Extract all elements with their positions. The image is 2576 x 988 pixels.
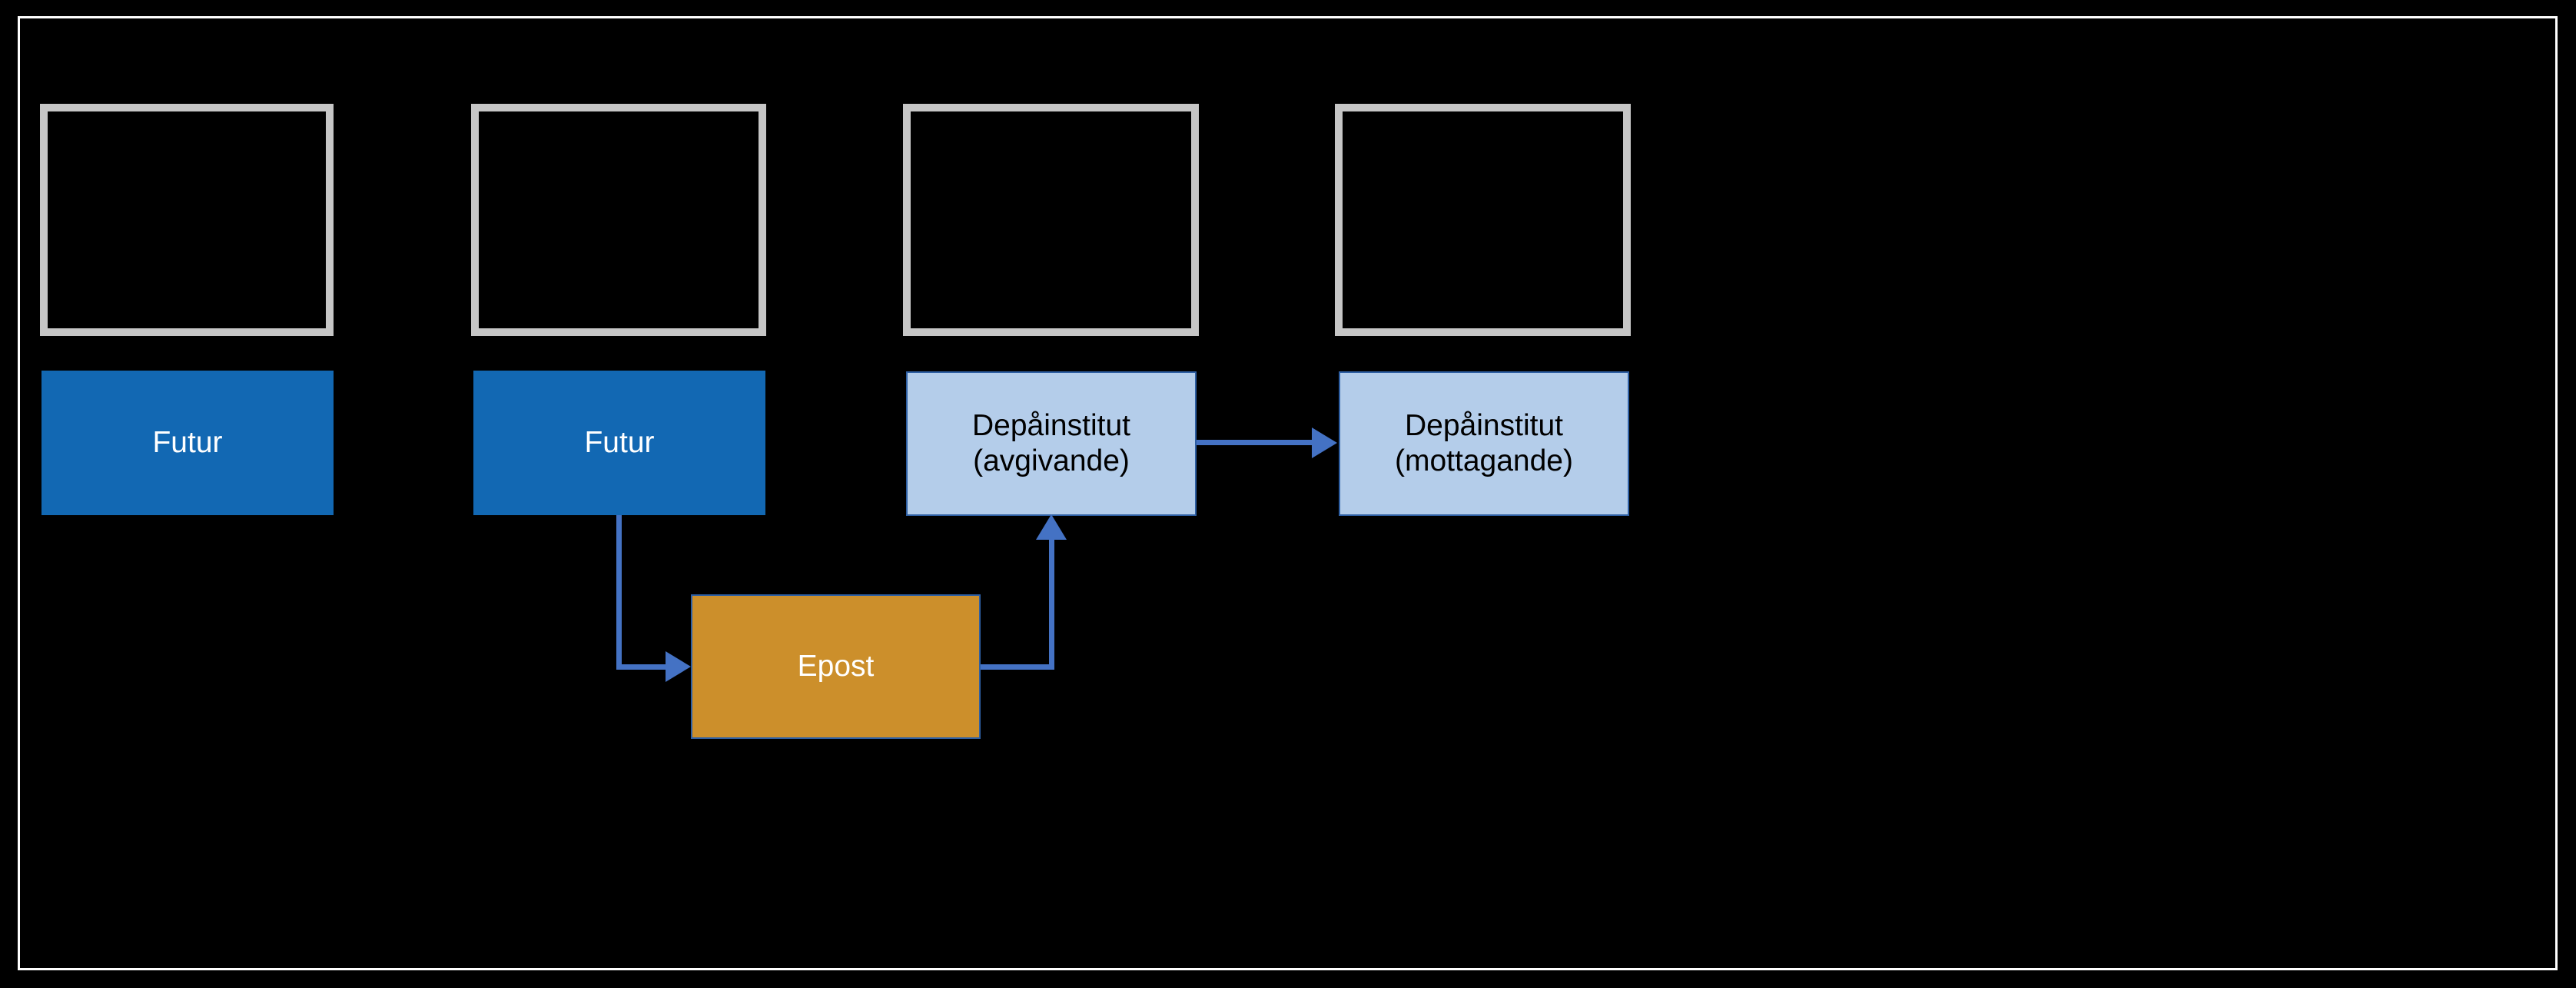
connector-futur2-to-epost-arrowhead	[666, 651, 691, 682]
node-futur-1-label: Futur	[152, 425, 223, 459]
node-depainstitut-mottagande-label: Depåinstitut (mottagande)	[1395, 408, 1573, 477]
node-epost-label: Epost	[797, 649, 875, 683]
node-epost[interactable]: Epost	[691, 594, 981, 739]
node-depainstitut-avgivande[interactable]: Depåinstitut (avgivande)	[906, 371, 1197, 516]
connector-epost-to-depa-vertical	[1049, 538, 1054, 670]
connector-depa-to-depa-horizontal	[1197, 440, 1313, 445]
node-futur-2-label: Futur	[584, 425, 655, 459]
connector-epost-to-depa-arrowhead	[1036, 514, 1067, 540]
connector-futur2-to-epost-vertical	[616, 515, 622, 670]
placeholder-box-1	[40, 104, 334, 336]
connector-futur2-to-epost-horizontal	[616, 664, 667, 670]
node-depainstitut-mottagande[interactable]: Depåinstitut (mottagande)	[1339, 371, 1629, 516]
placeholder-box-4	[1335, 104, 1631, 336]
connector-depa-to-depa-arrowhead	[1312, 427, 1337, 458]
connector-epost-to-depa-horizontal	[981, 664, 1054, 670]
node-futur-1[interactable]: Futur	[41, 371, 334, 515]
placeholder-box-2	[471, 104, 766, 336]
placeholder-box-3	[903, 104, 1199, 336]
node-futur-2[interactable]: Futur	[473, 371, 765, 515]
diagram-outer-frame	[18, 16, 2558, 970]
node-depainstitut-avgivande-label: Depåinstitut (avgivande)	[972, 408, 1130, 477]
